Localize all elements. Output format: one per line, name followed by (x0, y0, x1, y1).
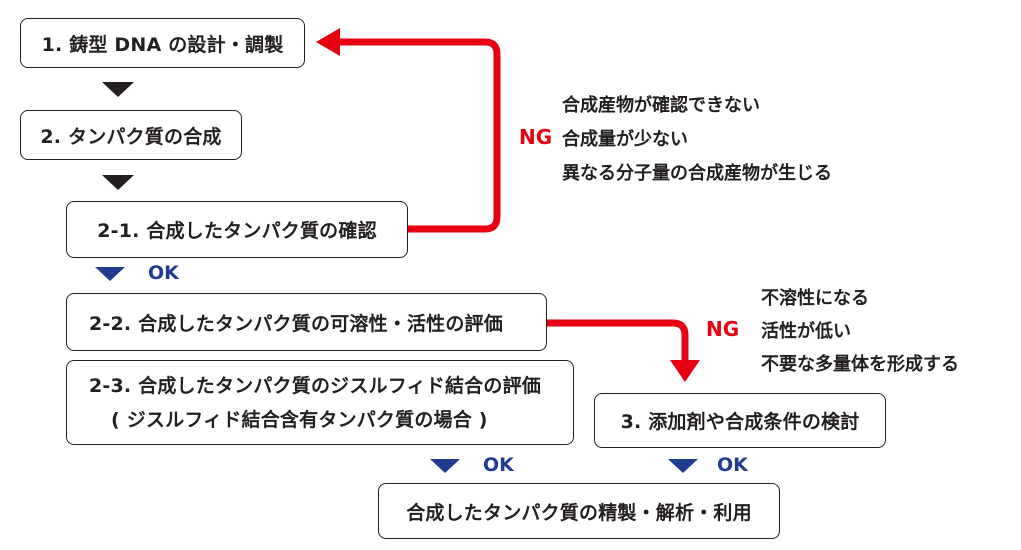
ng-upper-reason-2: 合成量が少ない (562, 129, 688, 150)
ng-upper-reason-1: 合成産物が確認できない (562, 95, 760, 116)
ng-down-arrow (547, 319, 689, 362)
step-2-1-label: 2-1. 合成したタンパク質の確認 (97, 220, 377, 242)
step-2-3-label-line1: 2-3. 合成したタンパク質のジスルフィド結合の評価 (89, 374, 541, 397)
final-label: 合成したタンパク質の精製・解析・利用 (406, 501, 752, 524)
ok-label-3: OK (717, 454, 748, 476)
final-box: 合成したタンパク質の精製・解析・利用 (378, 483, 780, 539)
down-arrow-1 (102, 82, 134, 97)
step-3-label: 3. 添加剤や合成条件の検討 (620, 411, 860, 433)
step-2-3-label-line2: ( ジスルフィド結合含有タンパク質の場合 ) (111, 408, 488, 431)
step-2-3-box: 2-3. 合成したタンパク質のジスルフィド結合の評価 ( ジスルフィド結合含有タ… (66, 360, 574, 445)
ok-label-2: OK (483, 454, 514, 476)
down-arrow-2 (102, 175, 134, 190)
ng-label-lower: NG (706, 317, 740, 341)
step-2-2-box: 2-2. 合成したタンパク質の可溶性・活性の評価 (66, 293, 547, 351)
ok-arrow-3 (668, 459, 698, 473)
ok-label-1: OK (148, 262, 179, 284)
ok-arrow-1 (95, 267, 125, 281)
ng-lower-reason-3: 不要な多量体を形成する (761, 354, 959, 375)
step-2-1-box: 2-1. 合成したタンパク質の確認 (66, 201, 408, 258)
ng-upper-reason-3: 異なる分子量の合成産物が生じる (562, 163, 832, 184)
step-1-box: 1. 鋳型 DNA の設計・調製 (20, 18, 305, 68)
ng-label-upper: NG (519, 125, 553, 149)
ng-loop-arrowhead (316, 28, 340, 56)
step-2-label: 2. タンパク質の合成 (40, 125, 222, 148)
ng-lower-reason-1: 不溶性になる (761, 288, 869, 309)
step-1-label: 1. 鋳型 DNA の設計・調製 (41, 33, 284, 56)
step-2-box: 2. タンパク質の合成 (20, 110, 242, 160)
ng-loop-arrow (336, 38, 501, 233)
step-3-box: 3. 添加剤や合成条件の検討 (594, 393, 886, 448)
step-2-2-label: 2-2. 合成したタンパク質の可溶性・活性の評価 (89, 312, 503, 335)
ng-down-arrowhead (670, 360, 700, 382)
ok-arrow-2 (430, 459, 460, 473)
ng-lower-reason-2: 活性が低い (761, 321, 851, 342)
